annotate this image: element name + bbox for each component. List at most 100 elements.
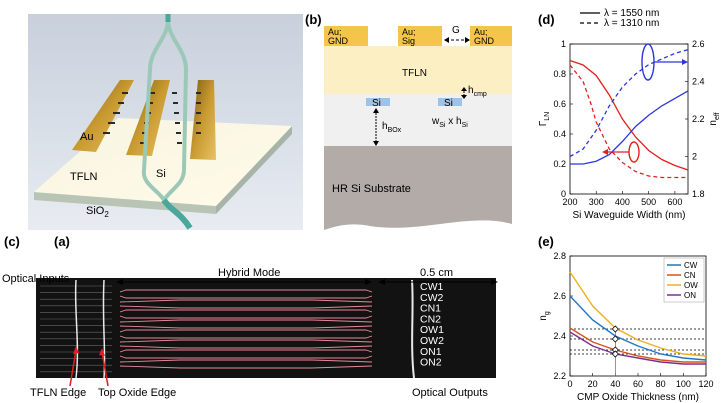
electrode-0-bottom: GND [328, 36, 349, 46]
y-axis-label-base: Γ [538, 120, 549, 126]
sio2-waveguide-output [161, 198, 193, 230]
y-axis-label: ΓLN [538, 112, 551, 126]
neff-ellipse [641, 43, 655, 81]
tfln-label-a: TFLN [70, 171, 98, 183]
optical-outputs-label: Optical Outputs [412, 387, 488, 399]
tfln-layer [324, 46, 512, 94]
tfln-label-b: TFLN [402, 68, 427, 79]
electrode-1-bottom: Sig [402, 36, 415, 46]
y-axis-label-base: n [538, 315, 549, 321]
x-tick-label: 120 [698, 379, 713, 389]
si-left-label: Si [372, 98, 381, 109]
waveguide-loop [119, 289, 373, 299]
series-line-OW [569, 271, 707, 357]
gamma-ellipse [628, 141, 640, 163]
series-line-1 [569, 64, 688, 179]
reference-marker [611, 335, 619, 343]
si-label-a: Si [156, 168, 166, 180]
y-tick-label: 0 [561, 189, 566, 199]
electrode-left [72, 80, 134, 152]
y-tick-label: 0.6 [553, 99, 566, 109]
x-tick-label: 20 [588, 379, 598, 389]
x-tick-label: 600 [667, 197, 682, 207]
y-axis-label: ng [538, 311, 551, 321]
y-axis-label-sub: g [544, 311, 551, 315]
substrate-layer [324, 146, 512, 230]
sio2-label: SiO2 [86, 205, 109, 219]
y-axis-label-sub: LN [544, 112, 551, 121]
y2-tick-label: 2.4 [692, 77, 705, 87]
y2-axis-label: neff [708, 112, 721, 125]
si-waveguide-right [438, 98, 462, 106]
hybrid-mode-waveguides [119, 289, 373, 369]
gap-label: G [452, 25, 460, 36]
hbox-label: hBOx [382, 121, 402, 134]
y-tick-label: 0.8 [553, 69, 566, 79]
series-line-CN [569, 327, 706, 363]
waveguide-loop [119, 299, 373, 309]
waveguide-arm-right [162, 21, 189, 202]
waveguide-loop [119, 349, 373, 359]
legend-label: CW [684, 261, 698, 270]
y2-tick-label: 1.8 [692, 189, 705, 199]
legend-label: OW [684, 281, 698, 290]
si-dimension-label: wSi x hSi [431, 116, 468, 129]
series-line-3 [569, 48, 689, 158]
y2-axis-label-base: n [708, 120, 719, 126]
gamma-arrowhead [602, 149, 608, 155]
neff-arrowhead [682, 59, 688, 65]
electrode-2-top: Au; [474, 27, 488, 37]
scale-label: 0.5 cm [420, 267, 453, 279]
electrode-gnd-left [324, 26, 368, 46]
x-tick-label: 0 [567, 379, 572, 389]
x-tick-label: 40 [610, 379, 620, 389]
x-tick-label: 80 [656, 379, 666, 389]
tfln-edge-label: TFLN Edge [30, 387, 86, 399]
series-line-CW [569, 295, 707, 361]
electrode-0-top: Au; [328, 27, 342, 37]
y-tick-label: 0.4 [553, 129, 566, 139]
x-tick-label: 500 [641, 197, 656, 207]
x-tick-label: 100 [676, 379, 691, 389]
series-line-0 [569, 59, 689, 171]
y-tick-label: 1 [561, 39, 566, 49]
series-line-ON [569, 331, 706, 365]
waveguide-label: ON2 [420, 357, 442, 369]
y-tick-label: 2.8 [553, 251, 566, 261]
si-right-label: Si [444, 98, 453, 109]
plot-frame [569, 43, 689, 195]
panel-c-label: (c) [4, 234, 20, 249]
tfln-edge-arrow [69, 349, 77, 387]
electrode-gnd-right [470, 26, 512, 46]
legend-label: CN [684, 271, 696, 280]
panel-b: (b) Au; GND Au; Sig Au; GND G TFLN Si Si… [305, 12, 512, 230]
panel-a: (a) Au TFLN Si SiO2 [28, 14, 303, 249]
waveguide-label: CN2 [420, 313, 441, 325]
chip-side-right [216, 126, 292, 214]
y-tick-label: 2.4 [553, 331, 566, 341]
waveguide-label: ON1 [420, 346, 442, 358]
panel-a-label: (a) [54, 234, 70, 249]
y2-tick-label: 2.6 [692, 39, 705, 49]
x-tick-label: 200 [562, 197, 577, 207]
si-waveguide-left [366, 98, 390, 106]
y2-axis-label-sub: eff [714, 112, 721, 120]
panel-d-label: (d) [538, 12, 555, 27]
panel-e-label: (e) [538, 234, 554, 249]
legend-label: ON [684, 291, 696, 300]
top-oxide-edge-label: Top Oxide Edge [98, 387, 176, 399]
panel-c: (c) Optical Inputs Hybrid Mode 0.5 cm CW… [2, 234, 498, 399]
waveguide-loop [119, 309, 373, 319]
x-axis-label: Si Waveguide Width (nm) [573, 210, 686, 221]
electrode-1-top: Au; [402, 27, 416, 37]
y-tick-label: 2.6 [553, 291, 566, 301]
electrode-2-bottom: GND [474, 36, 495, 46]
waveguide-arm-left [141, 21, 170, 202]
x-tick-label: 400 [615, 197, 630, 207]
panel-b-label: (b) [305, 12, 322, 27]
optical-inputs-label: Optical Inputs [2, 273, 70, 285]
